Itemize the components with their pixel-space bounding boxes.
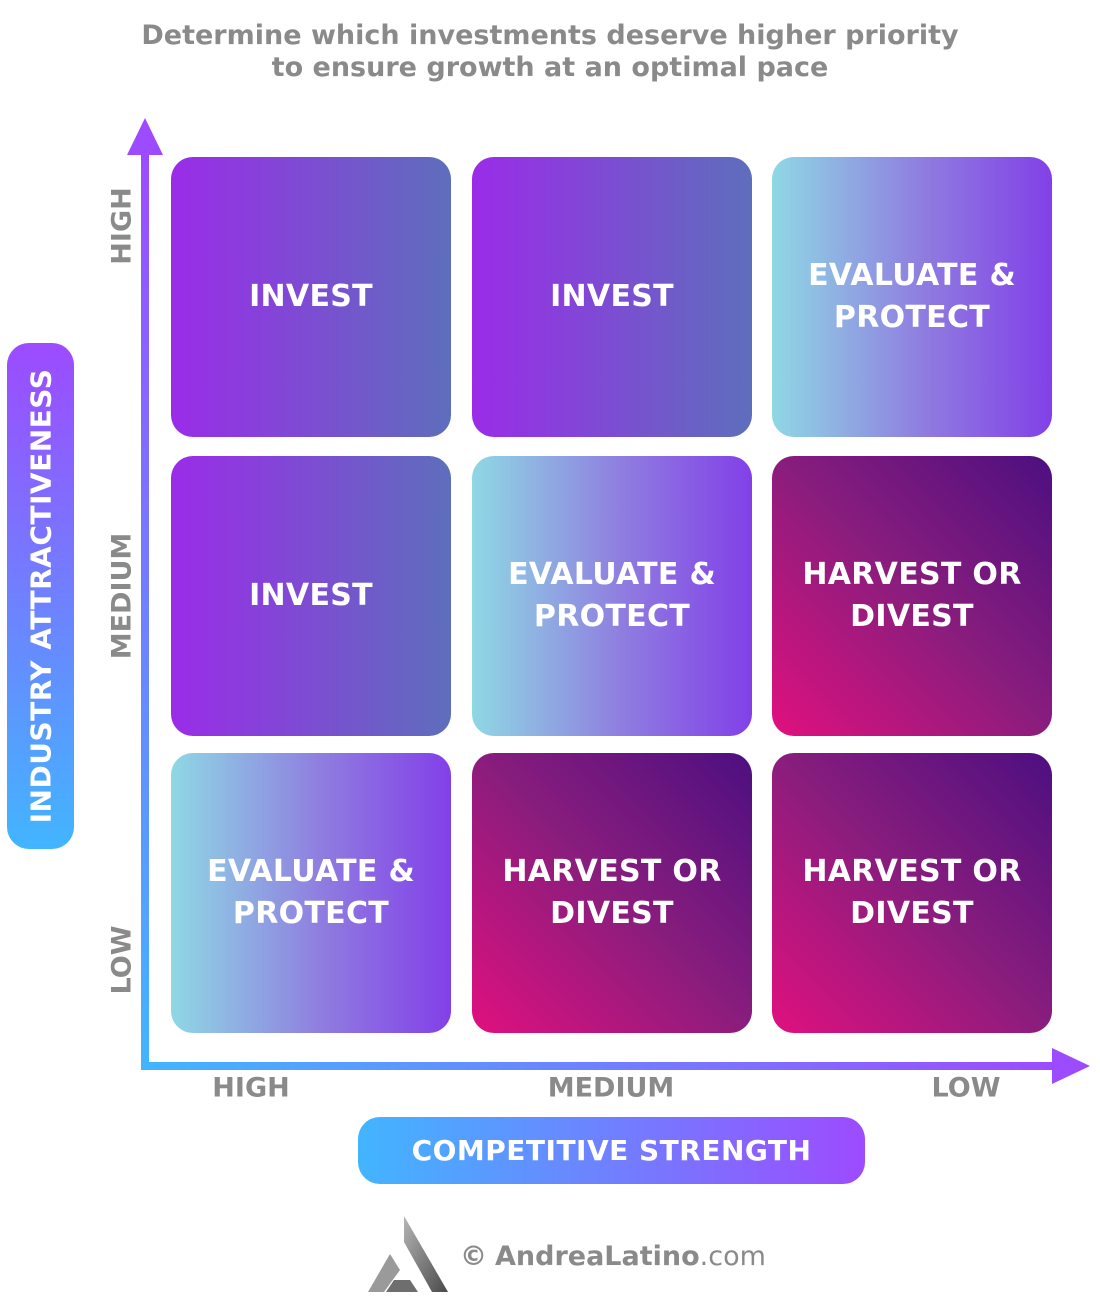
x-axis-line [141, 1062, 1058, 1070]
cell-label: HARVEST OR DIVEST [502, 854, 722, 931]
cell-low-medium: HARVEST OR DIVEST [472, 753, 752, 1033]
cell-high-medium: INVEST [472, 157, 752, 437]
y-level-high: HIGH [106, 187, 138, 265]
cell-medium-medium: EVALUATE & PROTECT [472, 456, 752, 736]
cell-label: INVEST [249, 279, 373, 314]
y-axis-line [141, 150, 149, 1070]
y-axis-arrowhead [127, 118, 163, 155]
x-axis-arrowhead [1052, 1048, 1090, 1084]
cell-low-low: HARVEST OR DIVEST [772, 753, 1052, 1033]
cell-high-high: INVEST [171, 157, 451, 437]
x-level-high: HIGH [212, 1072, 290, 1104]
cell-label: HARVEST OR DIVEST [802, 557, 1022, 634]
y-level-low: LOW [106, 925, 138, 995]
subtitle-line-1: Determine which investments deserve high… [141, 20, 959, 51]
x-axis-title-pill: COMPETITIVE STRENGTH [358, 1117, 865, 1184]
x-level-low: LOW [931, 1072, 1001, 1104]
copyright-symbol: © [460, 1240, 487, 1272]
cell-label: HARVEST OR DIVEST [802, 854, 1022, 931]
triangle-a-logo-icon [368, 1216, 448, 1292]
y-level-medium: MEDIUM [106, 532, 138, 660]
footer-tld: .com [699, 1240, 766, 1272]
cell-label: INVEST [550, 279, 674, 314]
chart-subtitle: Determine which investments deserve high… [0, 20, 1100, 84]
cell-low-high: EVALUATE & PROTECT [171, 753, 451, 1033]
cell-high-low: EVALUATE & PROTECT [772, 157, 1052, 437]
cell-label: EVALUATE & PROTECT [508, 557, 716, 634]
y-axis-title: INDUSTRY ATTRACTIVENESS [24, 368, 57, 824]
footer-brand: AndreaLatino [495, 1240, 700, 1272]
cell-label: INVEST [249, 578, 373, 613]
y-axis-title-pill: INDUSTRY ATTRACTIVENESS [7, 343, 74, 849]
cell-label: EVALUATE & PROTECT [808, 258, 1016, 335]
x-axis-title: COMPETITIVE STRENGTH [411, 1134, 812, 1167]
cell-medium-low: HARVEST OR DIVEST [772, 456, 1052, 736]
cell-medium-high: INVEST [171, 456, 451, 736]
footer-credit: © AndreaLatino .com [460, 1236, 766, 1276]
cell-label: EVALUATE & PROTECT [207, 854, 415, 931]
x-level-medium: MEDIUM [547, 1072, 675, 1104]
subtitle-line-2: to ensure growth at an optimal pace [271, 52, 829, 83]
